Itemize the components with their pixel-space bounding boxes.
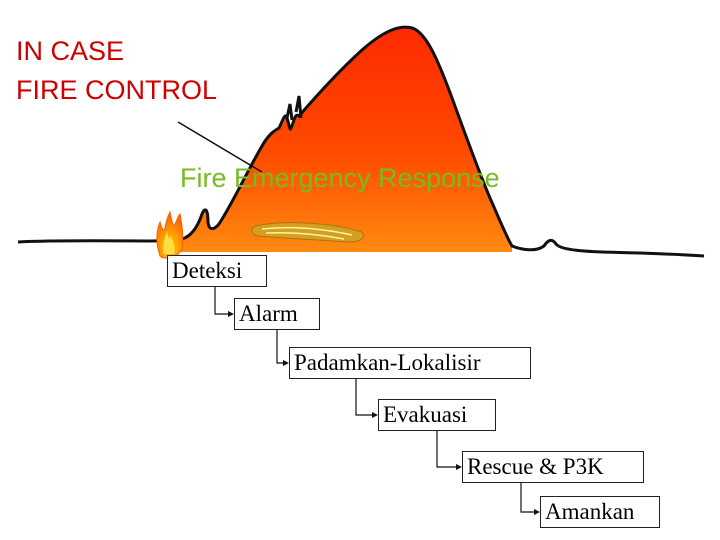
- arrowheads: [228, 311, 540, 515]
- title-pointer-line: [177, 121, 263, 173]
- step-alarm: Alarm: [234, 298, 320, 330]
- step-deteksi: Deteksi: [167, 255, 267, 287]
- step-evakuasi: Evakuasi: [378, 399, 496, 431]
- subtitle-fire-emergency-response: Fire Emergency Response: [180, 163, 500, 193]
- title-line-1: IN CASE: [16, 36, 125, 66]
- step-amankan: Amankan: [540, 496, 660, 528]
- burning-log-icon: [251, 222, 364, 243]
- fire-spike-lines: [285, 95, 303, 121]
- fire-curve-outline: [17, 25, 705, 258]
- flame-icon: [156, 210, 184, 259]
- title-line-2: FIRE CONTROL: [16, 75, 218, 105]
- fire-curve-fill: [180, 27, 512, 252]
- step-padamkan-lokalisir: Padamkan-Lokalisir: [289, 347, 531, 379]
- step-rescue-p3k: Rescue & P3K: [462, 451, 644, 483]
